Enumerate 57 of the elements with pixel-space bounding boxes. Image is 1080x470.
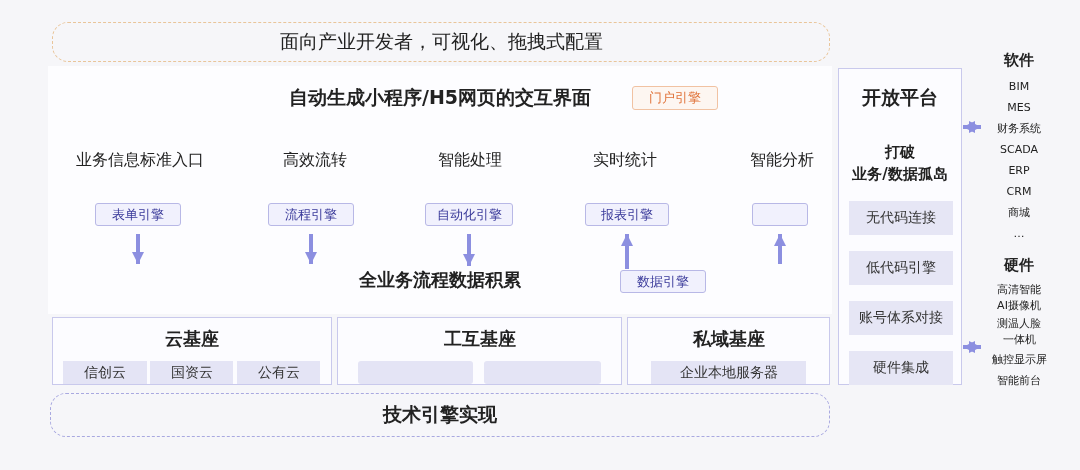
list-item: BIM bbox=[1007, 78, 1031, 95]
panel-subheading: 业务/数据孤岛 bbox=[851, 163, 949, 185]
arrow bbox=[463, 234, 475, 266]
list-item: 商城 bbox=[1007, 204, 1031, 221]
engine-tag: 流程引擎 bbox=[268, 203, 354, 226]
platform-box bbox=[52, 317, 332, 385]
platform-cell: 信创云 bbox=[63, 361, 147, 384]
platform-cell bbox=[358, 361, 473, 384]
engine-tag: 表单引擎 bbox=[95, 203, 181, 226]
platform-cell: 公有云 bbox=[237, 361, 320, 384]
base-heading: 私域基座 bbox=[691, 327, 766, 351]
engine-tag bbox=[752, 203, 808, 226]
platform-cell: 企业本地服务器 bbox=[651, 361, 806, 384]
engine-tag: 数据引擎 bbox=[620, 270, 706, 293]
layer-heading: 全业务流程数据积累 bbox=[330, 266, 550, 294]
feature-cell: 低代码引擎 bbox=[849, 251, 953, 285]
feature-cell: 硬件集成 bbox=[849, 351, 953, 385]
feature-cell: 无代码连接 bbox=[849, 201, 953, 235]
column-heading: 业务信息标准入口 bbox=[75, 148, 205, 171]
arrow bbox=[305, 234, 317, 264]
engine-tag: 自动化引擎 bbox=[425, 203, 513, 226]
list-item: 财务系统 bbox=[996, 120, 1042, 137]
platform-box bbox=[627, 317, 830, 385]
list-item: ERP bbox=[1007, 162, 1031, 179]
arrow bbox=[621, 234, 633, 269]
list-item: 高清智能AI摄像机 bbox=[996, 282, 1042, 314]
list-item: 测温人脸一体机 bbox=[996, 316, 1042, 348]
engine-tag: 门户引擎 bbox=[632, 86, 718, 110]
arrow bbox=[774, 234, 786, 264]
column-heading: 智能分析 bbox=[749, 148, 815, 171]
platform-cell bbox=[484, 361, 601, 384]
base-heading: 工互基座 bbox=[442, 327, 517, 351]
panel-heading: 开放平台 bbox=[861, 85, 939, 110]
open-platform-panel bbox=[838, 68, 962, 385]
feature-cell: 账号体系对接 bbox=[849, 301, 953, 335]
base-heading: 云基座 bbox=[164, 327, 220, 351]
list-heading: 软件 bbox=[1002, 50, 1035, 71]
column-heading: 高效流转 bbox=[282, 148, 348, 171]
section-heading: 自动生成小程序/H5网页的交互界面 bbox=[287, 85, 593, 110]
list-item: 触控显示屏 bbox=[990, 351, 1048, 368]
list-item: MES bbox=[1006, 99, 1032, 116]
config-band: 面向产业开发者，可视化、拖拽式配置 bbox=[52, 22, 830, 62]
arrow bbox=[132, 234, 144, 264]
column-heading: 实时统计 bbox=[592, 148, 658, 171]
engine-tag: 报表引擎 bbox=[585, 203, 669, 226]
list-item: 智能前台 bbox=[996, 372, 1042, 389]
platform-box bbox=[337, 317, 622, 385]
panel-subheading: 打破 bbox=[883, 141, 916, 163]
arrow bbox=[963, 121, 981, 133]
list-item: … bbox=[1012, 225, 1026, 242]
engine-band: 技术引擎实现 bbox=[50, 393, 830, 437]
list-heading: 硬件 bbox=[1003, 255, 1035, 276]
arrow bbox=[963, 341, 981, 353]
column-heading: 智能处理 bbox=[437, 148, 503, 171]
platform-cell: 国资云 bbox=[150, 361, 233, 384]
list-item: SCADA bbox=[999, 141, 1039, 158]
list-item: CRM bbox=[1005, 183, 1033, 200]
